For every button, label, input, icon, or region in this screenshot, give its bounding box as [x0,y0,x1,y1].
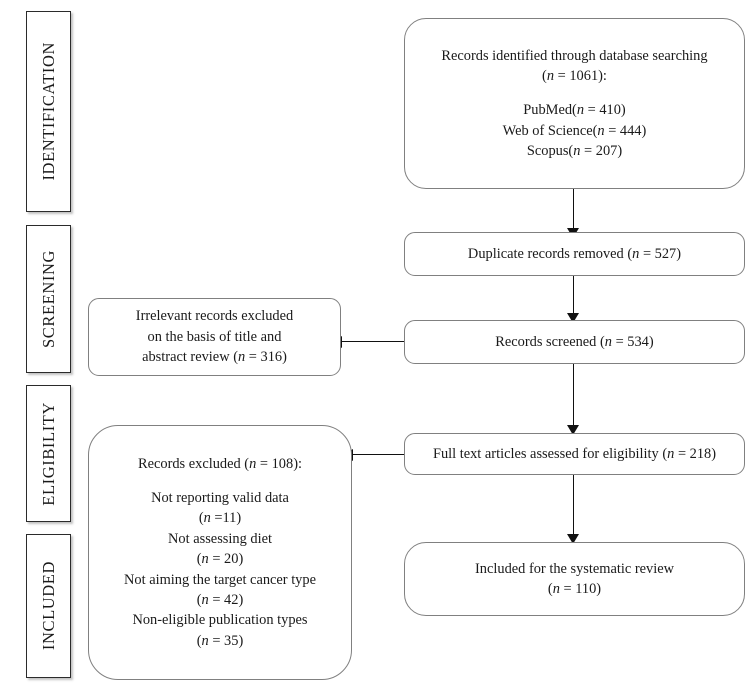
box-included-review: Included for the systematic review (n = … [404,542,745,616]
exclusion-reason-count-prefix: ( [198,510,204,527]
source-wos-n: n [597,122,605,139]
exclusion-reason-label: Not aiming the target cancer type [124,571,316,588]
irrelevant-line3-suffix: = 316) [245,349,287,366]
box-irrelevant-excluded: Irrelevant records excluded on the basis… [88,298,341,376]
fulltext-suffix: = 218) [674,445,717,462]
records-identified-total-n: n [546,67,555,84]
source-wos-value: = 444) [604,122,647,139]
arrow-duplicates-to-screened [567,313,579,323]
stage-eligibility-label: ELIGIBILITY [38,401,58,506]
records-identified-line1: Records identified through database sear… [441,47,708,64]
connector-identified-to-duplicates [573,189,574,231]
stage-included: INCLUDED [26,534,71,678]
screened-n: n [604,333,612,350]
duplicates-prefix: Duplicate records removed ( [467,245,633,262]
exclusion-reason-label: Not assessing diet [168,530,272,547]
source-pubmed-value: = 410) [584,102,626,119]
exclusion-reason-label: Not reporting valid data [151,489,289,506]
stage-identification: IDENTIFICATION [26,11,71,212]
stage-screening: SCREENING [26,225,71,373]
stage-eligibility: ELIGIBILITY [26,385,71,522]
irrelevant-line2: on the basis of title and [147,328,282,345]
exclusion-reason-count-prefix: ( [196,551,202,568]
box-fulltext-assessed: Full text articles assessed for eligibil… [404,433,745,475]
screened-prefix: Records screened ( [495,333,605,350]
source-scopus-value: = 207) [580,143,623,160]
excluded-header-suffix: = 108): [256,455,302,472]
exclusion-reason-count-suffix: = 20) [208,551,244,568]
exclusion-reason-count-n: n [201,551,209,568]
source-scopus-n: n [573,143,581,160]
duplicates-suffix: = 527) [639,245,682,262]
excluded-header-prefix: Records excluded ( [138,455,250,472]
excluded-header-n: n [249,455,257,472]
included-line2-suffix: = 110) [559,581,602,597]
irrelevant-line3-n: n [237,349,246,366]
arrow-fulltext-to-included [567,534,579,544]
included-line1: Included for the systematic review [475,560,674,577]
arrow-screened-to-fulltext [567,425,579,435]
exclusion-reason-count-suffix: = 35) [208,632,244,649]
fulltext-prefix: Full text articles assessed for eligibil… [432,445,668,462]
source-scopus-label: Scopus( [526,143,574,160]
exclusion-reason-count-n: n [201,632,209,649]
connector-screened-to-irrelevant [341,341,404,342]
stage-included-label: INCLUDED [38,561,58,651]
exclusion-reason-count-prefix: ( [196,632,202,649]
exclusion-reason-count-suffix: = 42) [208,592,244,609]
connector-fulltext-to-included [573,475,574,537]
exclusion-reason-count-suffix: =11) [210,510,242,527]
box-records-screened: Records screened (n = 534) [404,320,745,364]
box-records-excluded: Records excluded (n = 108): Not reportin… [88,425,352,680]
included-line2-n: n [552,581,560,597]
box-records-identified: Records identified through database sear… [404,18,745,189]
stage-screening-label: SCREENING [38,250,58,348]
irrelevant-line3-prefix: abstract review ( [142,349,238,366]
connector-fulltext-to-excluded [352,454,404,455]
source-pubmed-n: n [576,102,585,119]
connector-duplicates-to-screened [573,276,574,318]
box-duplicates-removed: Duplicate records removed (n = 527) [404,232,745,276]
included-line2-prefix: ( [547,581,553,597]
irrelevant-line1: Irrelevant records excluded [135,308,294,325]
exclusion-reason-count-n: n [203,510,211,527]
exclusion-reason-count-prefix: ( [196,592,202,609]
source-pubmed-label: PubMed( [523,102,577,119]
records-identified-total-suffix: = 1061): [554,67,607,84]
exclusion-reason-count-n: n [201,592,209,609]
records-identified-total-prefix: ( [542,67,547,84]
connector-screened-to-fulltext [573,364,574,428]
duplicates-n: n [632,245,640,262]
stage-identification-label: IDENTIFICATION [38,42,58,181]
source-wos-label: Web of Science( [502,122,598,139]
fulltext-n: n [667,445,675,462]
exclusion-reason-label: Non-eligible publication types [132,612,308,629]
screened-suffix: = 534) [611,333,654,350]
